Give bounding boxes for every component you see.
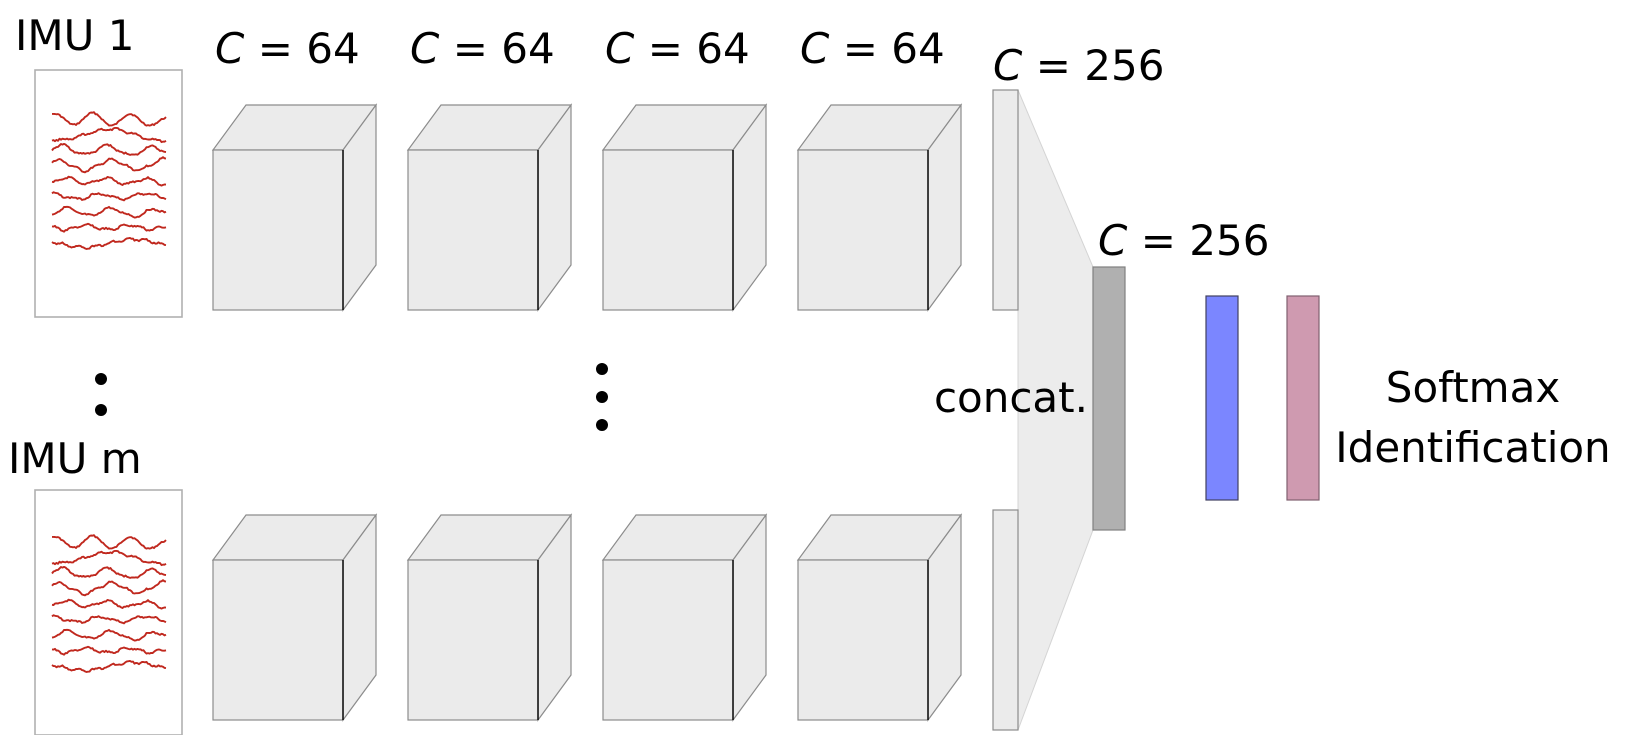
imu-signal-trace [51,628,167,642]
concat-channels-label: C = 256 [1098,216,1269,265]
concat-label: concat. [934,373,1088,422]
imu-signal-trace [51,156,167,174]
imu-signal-trace [51,598,167,610]
imu-signal-trace [51,614,167,625]
conv-block-top-1 [211,103,378,312]
imu-top-signal-panel [34,69,183,318]
imu-signal-trace [51,236,167,250]
imu-signal-trace [52,534,167,550]
imu-bottom-signal-panel [34,489,183,735]
imu-signal-trace [51,579,167,597]
imu-bottom-signals [51,534,167,673]
imu-signal-trace [51,142,167,156]
conv-block-bottom-2 [406,513,573,722]
conv-channels-label-1: C = 64 [215,24,360,73]
imu-signal-trace [51,565,167,579]
conv-block-top-2 [406,103,573,312]
imu-signal-trace [52,111,167,127]
imu-signal-trace [51,645,167,656]
imu-signal-trace [51,659,167,673]
concat-feature-bar [1092,266,1126,531]
pooled-bar-bottom [992,509,1019,731]
imu-top-signals [51,111,167,250]
pooled-channels-label: C = 256 [993,41,1164,90]
imu-top-label: IMU 1 [15,11,134,60]
dense-layer-bar [1205,295,1239,501]
conv-block-bottom-4 [796,513,963,722]
conv-block-bottom-3 [601,513,768,722]
imu-signal-trace [51,222,167,233]
imu-ellipsis-dots [95,373,107,416]
imu-bottom-label: IMU m [8,434,142,483]
imu-signal-trace [51,205,167,219]
conv-block-top-3 [601,103,768,312]
imu-signal-trace [51,549,167,567]
imu-signal-trace [51,126,167,144]
output-label-identification: Identification [1335,423,1610,472]
imu-signal-trace [51,175,167,187]
imu-signal-trace [51,191,167,202]
conv-block-bottom-1 [211,513,378,722]
pooled-bar-top [992,89,1019,311]
softmax-layer-bar [1286,295,1320,501]
output-label-softmax: Softmax [1386,363,1560,412]
branch-ellipsis-dots [596,363,608,431]
conv-channels-label-3: C = 64 [605,24,750,73]
conv-block-top-4 [796,103,963,312]
conv-channels-label-2: C = 64 [410,24,555,73]
conv-channels-label-4: C = 64 [800,24,945,73]
